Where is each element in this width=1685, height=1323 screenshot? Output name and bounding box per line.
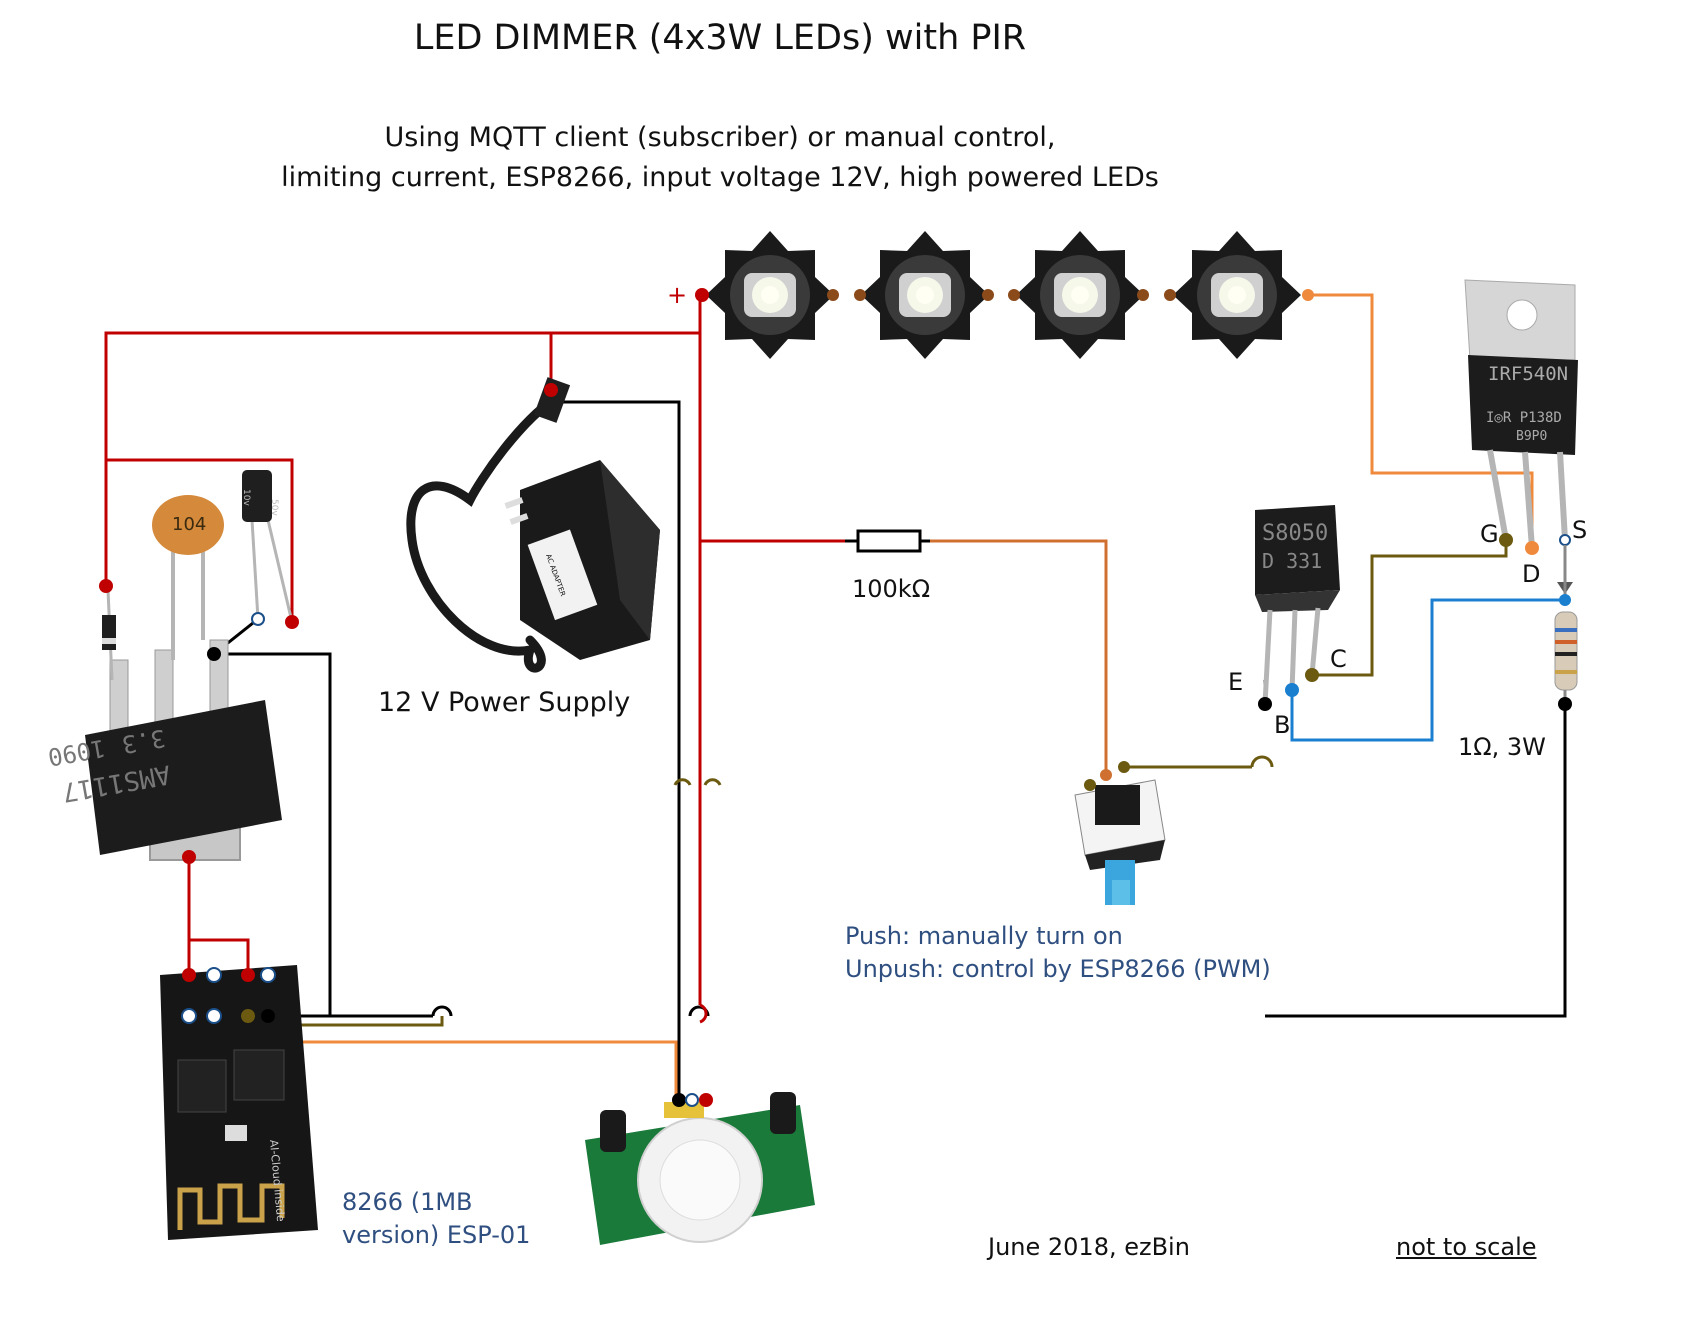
sense-resistor-label: 1Ω, 3W (1458, 733, 1546, 761)
power-supply-label: 12 V Power Supply (378, 687, 631, 718)
electrolytic-marking-2: 50v (269, 499, 279, 516)
pin-label-e: E (1228, 668, 1244, 696)
electrolytic-capacitor: 10v 50v (241, 470, 294, 623)
led-plus-label: + (667, 281, 687, 309)
switch-note-line-1: Push: manually turn on (845, 922, 1123, 950)
ceramic-cap-marking: 104 (172, 514, 206, 535)
mosfet-marking-3: B9P0 (1516, 429, 1547, 444)
ceramic-capacitor: 104 (152, 495, 224, 660)
push-switch (1074, 779, 1166, 905)
resistor-100k (845, 529, 930, 553)
sense-wire (1290, 598, 1565, 742)
esp-pins (181, 967, 276, 1024)
electrolytic-marking-1: 10v (241, 489, 251, 506)
esp-label-line-1: 8266 (1MB (342, 1188, 473, 1216)
mosfet: IRF540N I◎R P138D B9P0 (1464, 279, 1578, 549)
esp8266-module: AI-Cloud inside (160, 965, 318, 1240)
led-array (706, 231, 1301, 359)
diode (102, 589, 116, 681)
led-3 (1016, 231, 1144, 359)
subtitle-line-2: limiting current, ESP8266, input voltage… (281, 162, 1159, 193)
pin-label-b: B (1274, 711, 1291, 739)
pin-label-s: S (1572, 516, 1588, 544)
voltage-regulator: AMS1117 3.3 1090 (46, 639, 282, 861)
mosfet-marking-1: IRF540N (1488, 363, 1568, 385)
mosfet-marking-2: I◎R P138D (1486, 410, 1562, 426)
diagram-title: LED DIMMER (4x3W LEDs) with PIR (413, 18, 1027, 58)
esp-label-line-2: version) ESP-01 (342, 1221, 531, 1249)
led-4 (1173, 231, 1301, 359)
npn-transistor: S8050 D 331 (1255, 505, 1340, 705)
led-2 (861, 231, 989, 359)
subtitle-line-1: Using MQTT client (subscriber) or manual… (384, 122, 1056, 153)
sense-resistor (1554, 611, 1578, 704)
pin-label-d: D (1522, 560, 1541, 588)
power-adapter: AC ADAPTER (406, 377, 660, 673)
led-1 (706, 231, 834, 359)
credit-note: June 2018, ezBin (988, 1233, 1190, 1261)
switch-note-line-2: Unpush: control by ESP8266 (PWM) (845, 955, 1271, 983)
power-wires (104, 295, 845, 1005)
pir-sensor (585, 1092, 815, 1245)
scale-note: not to scale (1396, 1233, 1537, 1261)
transistor-marking-2: D 331 (1262, 549, 1322, 573)
transistor-marking-1: S8050 (1262, 521, 1328, 546)
resistor-100k-label: 100kΩ (852, 575, 931, 603)
pin-label-c: C (1330, 645, 1347, 673)
pin-label-g: G (1480, 520, 1499, 548)
pull-resistor-wire (930, 539, 1108, 775)
